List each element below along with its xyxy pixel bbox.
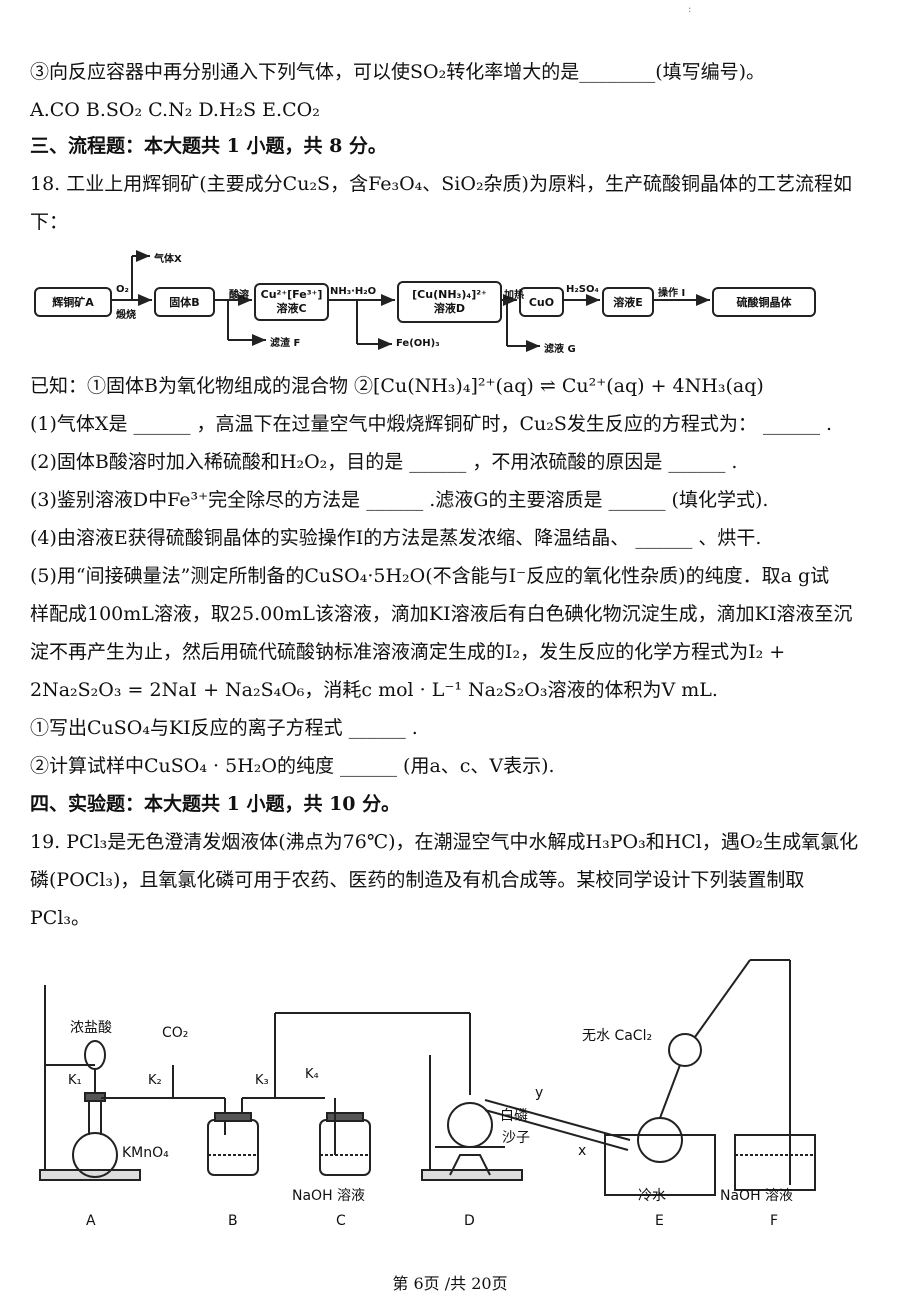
process-flow-diagram: 辉铜矿A 固体B Cu²⁺[Fe³⁺] 溶液C [Cu(NH₃)₄]²⁺ 溶液D…	[30, 248, 880, 363]
label-white-phosphorus: 白磷	[500, 1108, 528, 1124]
flow-box-c-ions: Cu²⁺[Fe³⁺]	[260, 288, 323, 301]
flow-box-chalcocite-a: 辉铜矿A	[34, 287, 112, 317]
q18-intro-line2: 下：	[30, 211, 69, 233]
flow-box-solid-b: 固体B	[154, 287, 215, 317]
q18-sub1: (1)气体X是 ______ ，高温下在过量空气中煅烧辉铜矿时，Cu₂S发生反应…	[30, 413, 833, 435]
flow-ammonia: NH₃·H₂O	[330, 286, 377, 297]
label-cold-water: 冷水	[638, 1188, 666, 1204]
flow-box-d-complex: [Cu(NH₃)₄]²⁺	[412, 288, 487, 301]
q18-sub5-part1: ①写出CuSO₄与KI反应的离子方程式 ______ .	[30, 717, 418, 739]
q18-known: 已知：①固体B为氧化物组成的混合物 ②[Cu(NH₃)₄]²⁺(aq) ⇌ Cu…	[30, 375, 764, 397]
label-naoh-f: NaOH 溶液	[720, 1188, 794, 1204]
flow-feoh3: Fe(OH)₃	[396, 338, 440, 349]
apparatus-drawing	[39, 959, 816, 1196]
label-b: B	[228, 1213, 238, 1229]
label-a: A	[86, 1213, 96, 1229]
flow-box-d-label: 溶液D	[433, 302, 466, 315]
q18-sub4: (4)由溶液E获得硫酸铜晶体的实验操作I的方法是蒸发浓缩、降温结晶、 _____…	[30, 527, 762, 549]
q17-options: A.CO B.SO₂ C.N₂ D.H₂S E.CO₂	[30, 99, 320, 121]
section-3-heading: 三、流程题：本大题共 1 小题，共 8 分。	[30, 135, 387, 157]
q18-sub5-line2: 样配成100mL溶液，取25.00mL该溶液，滴加KI溶液后有白色碘化物沉淀生成…	[30, 603, 853, 625]
flow-residue-f: 滤渣 F	[270, 338, 301, 349]
flow-arrows	[110, 250, 710, 352]
flow-box-c-label: 溶液C	[276, 302, 307, 315]
label-k3: K₃	[255, 1073, 269, 1088]
label-k1: K₁	[68, 1073, 82, 1088]
q18-sub2: (2)固体B酸溶时加入稀硫酸和H₂O₂，目的是 ______ ，不用浓硫酸的原因…	[30, 451, 738, 473]
q18-sub3: (3)鉴别溶液D中Fe³⁺完全除尽的方法是 ______ .滤液G的主要溶质是 …	[30, 489, 769, 511]
label-f: F	[770, 1213, 779, 1229]
label-d: D	[464, 1213, 475, 1229]
label-k2: K₂	[148, 1073, 162, 1088]
label-naoh-c: NaOH 溶液	[292, 1188, 366, 1204]
label-c: C	[336, 1213, 346, 1229]
q18-sub5-line3: 淀不再产生为止，然后用硫代硫酸钠标准溶液滴定生成的I₂，发生反应的化学方程式为I…	[30, 641, 786, 663]
label-kmno4: KMnO₄	[122, 1145, 169, 1161]
label-conc-hcl: 浓盐酸	[70, 1020, 112, 1036]
section-4-heading: 四、实验题：本大题共 1 小题，共 10 分。	[30, 793, 401, 815]
q19-line2: 磷(POCl₃)，且氧氯化磷可用于农药、医药的制造及有机合成等。某校同学设计下列…	[30, 869, 805, 891]
flow-operation-i: 操作 I	[658, 288, 686, 299]
q18-intro-line1: 18. 工业上用辉铜矿(主要成分Cu₂S，含Fe₃O₄、SiO₂杂质)为原料，生…	[30, 173, 852, 195]
flow-box-solution-c: Cu²⁺[Fe³⁺] 溶液C	[254, 283, 329, 321]
label-y: y	[535, 1085, 544, 1101]
flow-box-copper-sulfate-crystal: 硫酸铜晶体	[712, 287, 816, 317]
flow-gas-x: 气体X	[154, 254, 182, 265]
flow-filtrate-g: 滤液 G	[544, 344, 576, 355]
flow-h2so4: H₂SO₄	[566, 284, 599, 295]
label-anhydrous-cacl2: 无水 CaCl₂	[582, 1028, 653, 1044]
flow-acid-dissolve: 酸溶	[229, 290, 249, 301]
label-k4: K₄	[305, 1067, 319, 1082]
page-footer: 第 6页 /共 20页	[392, 1274, 508, 1293]
flow-box-solution-e: 溶液E	[602, 287, 654, 317]
label-sand: 沙子	[502, 1130, 530, 1146]
q18-sub5-line4: 2Na₂S₂O₃ = 2NaI + Na₂S₄O₆，消耗c mol · L⁻¹ …	[30, 679, 718, 701]
flow-heat: 加热	[504, 290, 524, 301]
q19-line1: 19. PCl₃是无色澄清发烟液体(沸点为76℃)，在潮湿空气中水解成H₃PO₃…	[30, 831, 859, 853]
q17-part3: ③向反应容器中再分别通入下列气体，可以使SO₂转化率增大的是________(填…	[30, 61, 766, 83]
q19-line3: PCl₃。	[30, 907, 91, 929]
label-co2: CO₂	[162, 1025, 189, 1041]
label-e: E	[655, 1213, 664, 1229]
q18-sub5-line1: (5)用“间接碘量法”测定所制备的CuSO₄·5H₂O(不含能与I⁻反应的氧化性…	[30, 565, 830, 587]
flow-calcine: 煅烧	[116, 310, 136, 321]
apparatus-diagram: 浓盐酸 CO₂ K₁ K₂ K₃ K₄ KMnO₄ NaOH 溶液 白磷 沙子 …	[30, 945, 870, 1235]
flow-box-cuo: CuO	[519, 287, 564, 317]
flow-box-solution-d: [Cu(NH₃)₄]²⁺ 溶液D	[397, 281, 502, 323]
label-x: x	[578, 1143, 587, 1159]
corner-mark: :	[688, 4, 692, 15]
q18-sub5-part2: ②计算试样中CuSO₄ · 5H₂O的纯度 ______ (用a、c、V表示).	[30, 755, 555, 777]
flow-o2: O₂	[116, 284, 129, 295]
